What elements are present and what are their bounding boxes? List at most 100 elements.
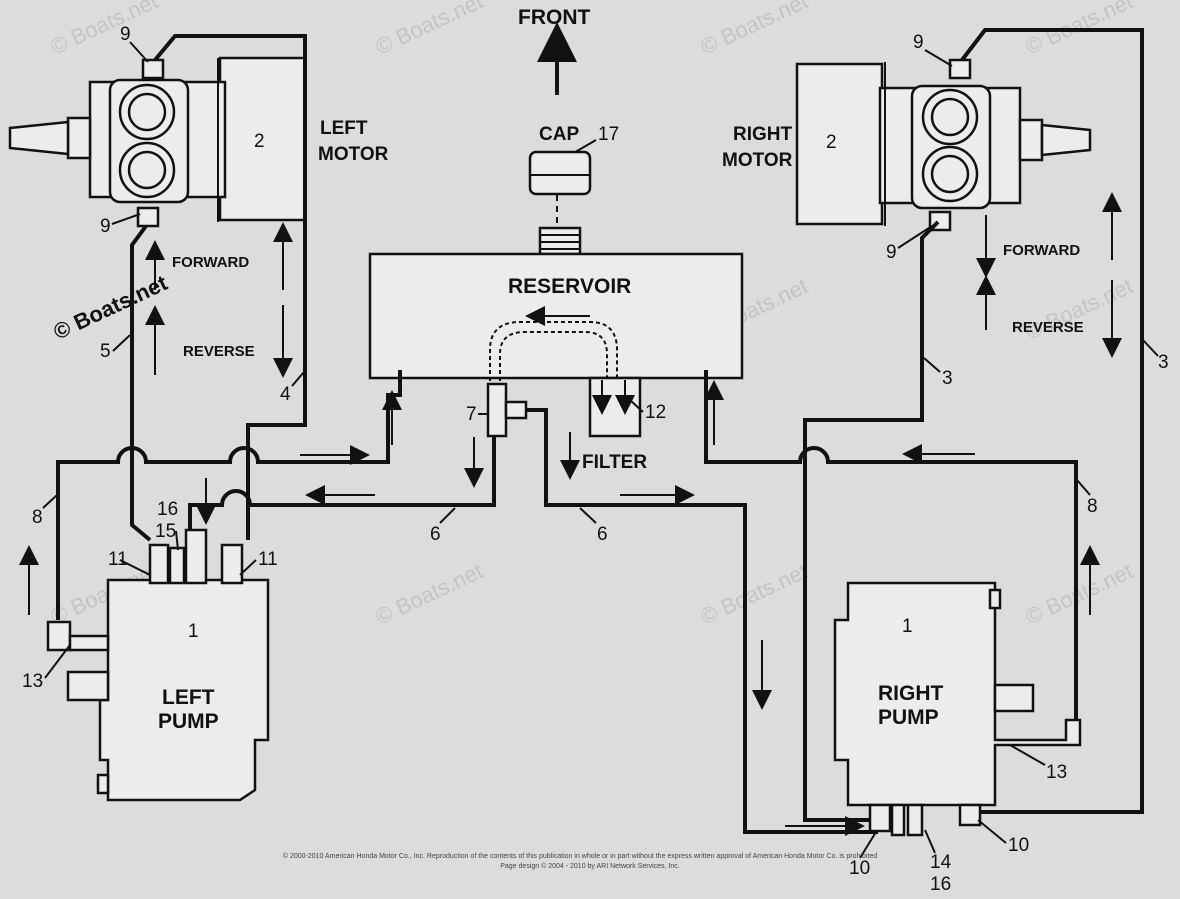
callout-10-b-leader — [977, 819, 1007, 844]
right-pump — [833, 581, 1082, 837]
callout-12: 12 — [645, 402, 666, 423]
left-motor-label-1: LEFT — [320, 118, 368, 139]
callout-9-a-leader — [129, 41, 149, 63]
fitting-9-left-bottom — [136, 206, 160, 228]
callout-12-leader — [629, 399, 644, 413]
right-motor-label-1: RIGHT — [733, 124, 793, 145]
watermark-dark: © Boats.net — [50, 270, 172, 345]
right-motor — [795, 62, 1092, 226]
callout-1-right: 1 — [902, 616, 913, 637]
reverse-label-left: REVERSE — [183, 343, 255, 360]
callout-2-right: 2 — [826, 132, 837, 153]
hose-6-left — [188, 436, 496, 540]
callout-9-d: 9 — [886, 242, 897, 263]
callout-13-a: 13 — [22, 671, 43, 692]
callout-17: 17 — [598, 124, 619, 145]
callout-9-a: 9 — [120, 24, 131, 45]
callout-3-b-leader — [1142, 339, 1159, 357]
forward-label-right: FORWARD — [1003, 242, 1080, 259]
callout-9-b-leader — [111, 213, 141, 225]
watermark: © Boats.net — [47, 0, 162, 60]
callout-11-b-leader — [239, 559, 257, 576]
callout-6-b: 6 — [597, 524, 608, 545]
hoses — [56, 28, 1144, 834]
callout-14: 14 — [930, 852, 952, 873]
hose-8-left — [56, 370, 402, 620]
fitting-13-left — [46, 620, 72, 652]
callout-4: 4 — [280, 384, 291, 405]
callout-9-c-leader — [924, 49, 953, 67]
watermark: © Boats.net — [697, 558, 812, 629]
callout-10-a: 10 — [849, 858, 870, 879]
callout-8-b: 8 — [1087, 496, 1098, 517]
cap-label: CAP — [539, 124, 579, 145]
reservoir-cap — [528, 150, 592, 196]
right-pump-label-1: RIGHT — [878, 682, 944, 705]
tee-fitting — [486, 382, 508, 438]
callout-6-a-leader — [439, 507, 456, 524]
hose-6-right — [526, 408, 878, 834]
callout-9-c: 9 — [913, 32, 924, 53]
internal-return-path-inner — [499, 331, 608, 400]
callout-1-left: 1 — [188, 621, 199, 642]
page-design-line: Page design © 2004 - 2010 by ARI Network… — [500, 862, 680, 870]
hose-3-inner — [803, 220, 940, 822]
left-pump — [46, 528, 270, 802]
callout-13-b: 13 — [1046, 762, 1067, 783]
filter-label: FILTER — [582, 452, 647, 473]
callout-8-a-leader — [42, 494, 58, 509]
watermark: © Boats.net — [372, 558, 487, 629]
callout-9-b: 9 — [100, 216, 111, 237]
hose-8-right — [704, 370, 1078, 724]
callout-7: 7 — [466, 404, 477, 425]
callout-3-b: 3 — [1158, 352, 1169, 373]
right-pump-label-2: PUMP — [878, 706, 939, 729]
fitting-9-right-top — [948, 58, 972, 80]
callout-5-leader — [112, 334, 131, 352]
forward-label-left: FORWARD — [172, 254, 249, 271]
left-motor — [8, 56, 307, 222]
hose-3-outer — [960, 28, 1144, 814]
watermark: © Boats.net — [372, 0, 487, 60]
left-pump-label-2: PUMP — [158, 710, 219, 733]
callout-16-a: 16 — [157, 499, 178, 520]
internal-return-path — [489, 321, 618, 400]
callout-9-d-leader — [897, 225, 933, 249]
watermark: © Boats.net — [697, 0, 812, 60]
callout-11-a: 11 — [108, 549, 128, 570]
left-pump-label-1: LEFT — [162, 686, 215, 709]
hose-4 — [153, 34, 307, 540]
callout-5: 5 — [100, 341, 111, 362]
reservoir — [368, 252, 744, 380]
tee-branch — [504, 400, 528, 420]
callout-13-b-leader — [1009, 744, 1046, 766]
fitting-9-left-top — [141, 58, 165, 80]
callout-6-b-leader — [579, 507, 597, 524]
front-label: FRONT — [518, 6, 590, 29]
reservoir-neck — [538, 226, 582, 256]
copyright-line: © 2000-2010 American Honda Motor Co., In… — [283, 852, 877, 860]
callout-8-b-leader — [1076, 479, 1091, 496]
callout-11-a-leader — [119, 559, 151, 576]
callout-8-a: 8 — [32, 507, 43, 528]
right-motor-label-2: MOTOR — [722, 150, 793, 171]
callout-11-b: 11 — [258, 549, 278, 570]
reverse-label-right: REVERSE — [1012, 319, 1084, 336]
callout-2-left: 2 — [254, 131, 265, 152]
reservoir-label: RESERVOIR — [508, 275, 631, 298]
left-motor-label-2: MOTOR — [318, 144, 389, 165]
callout-15-leader — [175, 530, 179, 551]
hose-5 — [130, 224, 152, 542]
callout-3-a-leader — [923, 357, 941, 373]
callout-10-a-leader — [859, 831, 877, 859]
callout-6-a: 6 — [430, 524, 441, 545]
callout-13-a-leader — [44, 644, 71, 679]
callout-15: 15 — [155, 521, 176, 542]
callout-14-leader — [924, 829, 936, 854]
callout-16-b: 16 — [930, 874, 951, 895]
callout-4-leader — [291, 371, 305, 387]
watermark: © Boats.net — [1022, 558, 1137, 629]
callout-3-a: 3 — [942, 368, 953, 389]
